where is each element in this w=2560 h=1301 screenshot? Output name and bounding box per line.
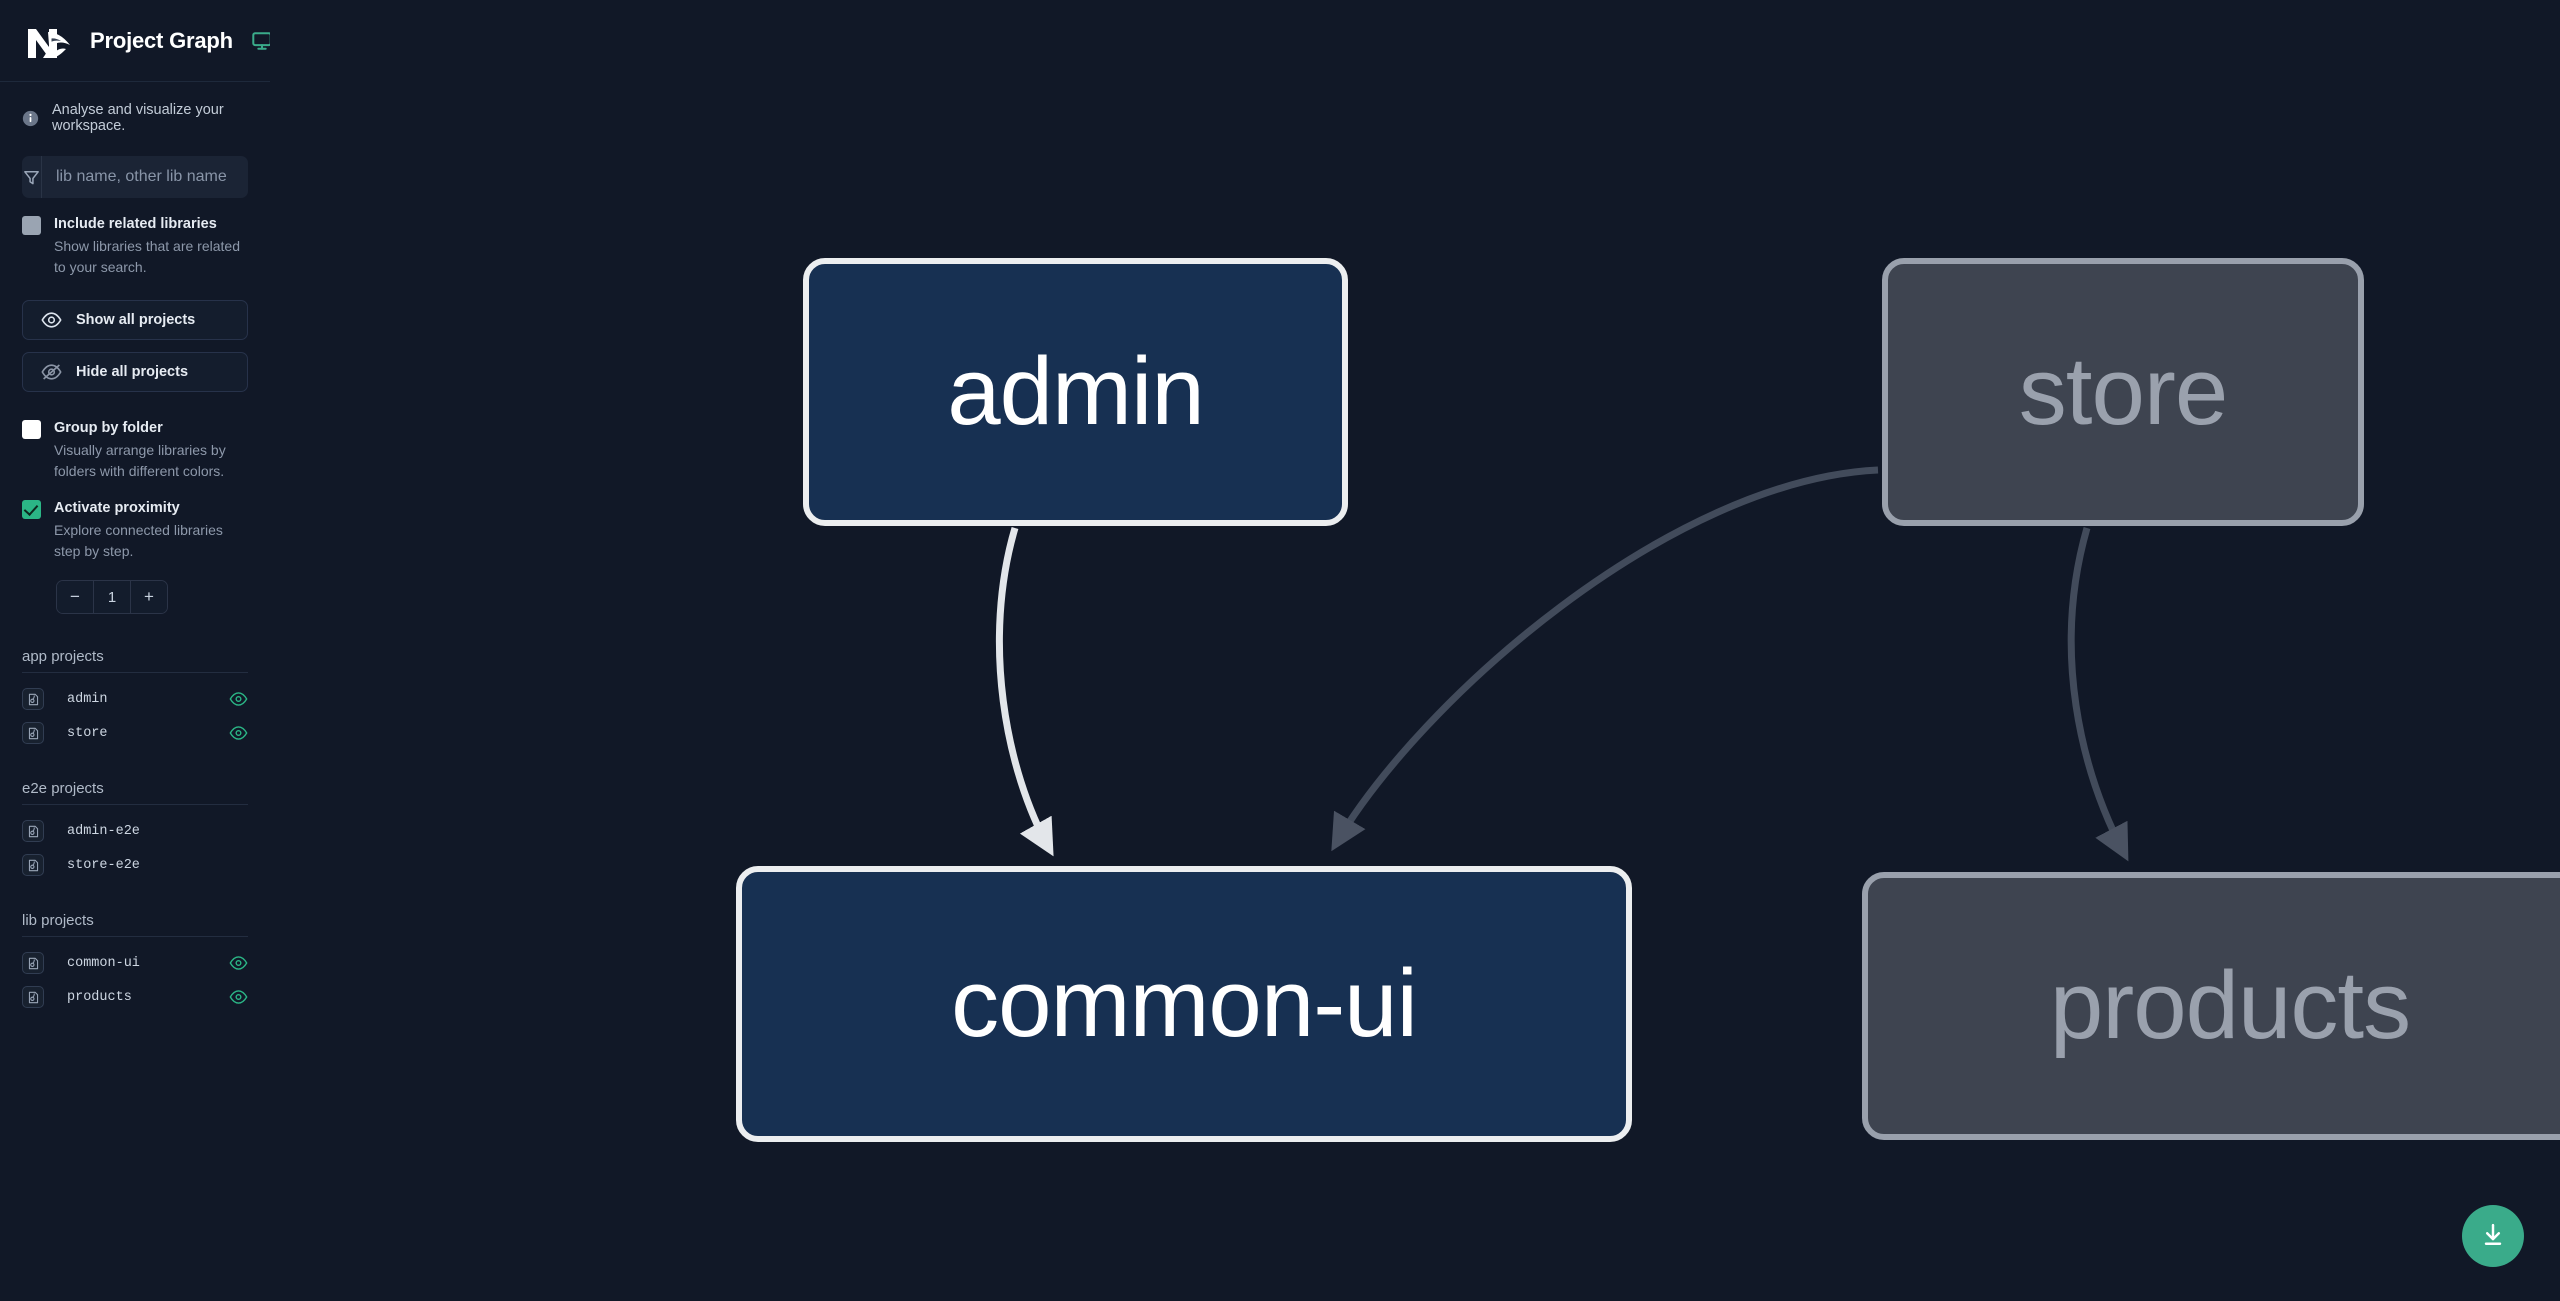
project-file-icon xyxy=(22,820,44,843)
graph-node-products[interactable]: products xyxy=(1862,872,2560,1140)
project-row-products[interactable]: products xyxy=(22,980,248,1014)
edge-store-to-common-ui xyxy=(1331,466,1879,852)
project-visibility-eye-icon[interactable] xyxy=(229,990,248,1004)
project-visibility-eye-icon[interactable] xyxy=(229,726,248,740)
search-field[interactable] xyxy=(22,156,248,198)
project-file-icon xyxy=(22,854,44,877)
hide-all-projects-label: Hide all projects xyxy=(76,364,189,381)
project-name: admin-e2e xyxy=(67,823,140,839)
project-name: products xyxy=(67,989,132,1005)
option-label: Include related libraries xyxy=(54,216,217,232)
project-row-common-ui[interactable]: common-ui xyxy=(22,946,248,980)
monitor-icon[interactable] xyxy=(251,30,270,52)
show-all-projects-label: Show all projects xyxy=(76,312,196,329)
graph-node-admin[interactable]: admin xyxy=(803,258,1348,526)
project-file-icon xyxy=(22,986,44,1009)
graph-node-label: products xyxy=(2049,952,2411,1059)
option-label: Group by folder xyxy=(54,420,163,437)
project-visibility-eye-icon[interactable] xyxy=(229,956,248,970)
project-name: common-ui xyxy=(67,955,140,971)
project-visibility-eye-icon[interactable] xyxy=(229,692,248,706)
checkbox-activate-proximity[interactable] xyxy=(22,500,41,520)
project-name: store xyxy=(67,725,108,741)
graph-edges xyxy=(995,466,2129,862)
project-row-store[interactable]: store xyxy=(22,716,248,750)
graph-node-label: admin xyxy=(947,338,1204,445)
download-icon xyxy=(2479,1221,2507,1252)
edge-store-to-products xyxy=(2067,527,2129,862)
sidebar: Project Graph Analyse and visualize your… xyxy=(0,0,270,1301)
edge-admin-to-common-ui xyxy=(995,527,1054,857)
option-description: Explore connected libraries step by step… xyxy=(54,522,223,560)
graph-node-common-ui[interactable]: common-ui xyxy=(736,866,1632,1142)
graph-canvas[interactable]: admin store common-ui products xyxy=(270,0,2560,1301)
project-row-admin-e2e[interactable]: admin-e2e xyxy=(22,814,248,848)
download-graph-button[interactable] xyxy=(2462,1205,2524,1267)
option-include-related-libraries[interactable]: Include related libraries Show libraries… xyxy=(0,198,270,278)
hide-all-projects-button[interactable]: Hide all projects xyxy=(22,352,248,393)
nx-logo xyxy=(26,22,72,60)
project-row-admin[interactable]: admin xyxy=(22,682,248,716)
page-title: Project Graph xyxy=(90,27,233,53)
project-row-store-e2e[interactable]: store-e2e xyxy=(22,848,248,882)
proximity-stepper[interactable]: − 1 + xyxy=(56,580,168,615)
checkbox-include-related-libraries[interactable] xyxy=(22,216,41,235)
option-group-by-folder[interactable]: Group by folder Visually arrange librari… xyxy=(0,392,270,482)
tagline-text: Analyse and visualize your workspace. xyxy=(52,102,224,134)
proximity-increment-button[interactable]: + xyxy=(131,581,167,614)
group-title-e2e-projects: e2e projects xyxy=(22,780,248,806)
graph-node-label: store xyxy=(2018,338,2228,445)
proximity-value: 1 xyxy=(93,581,131,614)
eye-icon xyxy=(41,312,62,328)
group-title-lib-projects: lib projects xyxy=(22,912,248,938)
graph-node-label: common-ui xyxy=(951,950,1418,1057)
project-file-icon xyxy=(22,952,44,975)
eye-off-icon xyxy=(41,364,62,380)
project-file-icon xyxy=(22,688,44,711)
search-input[interactable] xyxy=(42,156,248,198)
option-label: Activate proximity xyxy=(54,500,180,517)
option-activate-proximity[interactable]: Activate proximity Explore connected lib… xyxy=(0,482,270,562)
group-title-app-projects: app projects xyxy=(22,648,248,674)
project-name: admin xyxy=(67,691,108,707)
proximity-decrement-button[interactable]: − xyxy=(57,581,93,614)
filter-funnel-icon xyxy=(22,156,42,198)
project-file-icon xyxy=(22,722,44,745)
option-description: Show libraries that are related to your … xyxy=(54,238,240,276)
graph-node-store[interactable]: store xyxy=(1882,258,2364,526)
tagline-row: Analyse and visualize your workspace. xyxy=(0,82,270,150)
option-description: Visually arrange libraries by folders wi… xyxy=(54,442,226,480)
project-name: store-e2e xyxy=(67,857,140,873)
show-all-projects-button[interactable]: Show all projects xyxy=(22,300,248,341)
checkbox-group-by-folder[interactable] xyxy=(22,420,41,440)
sidebar-header: Project Graph xyxy=(0,0,270,82)
info-icon xyxy=(22,110,39,127)
